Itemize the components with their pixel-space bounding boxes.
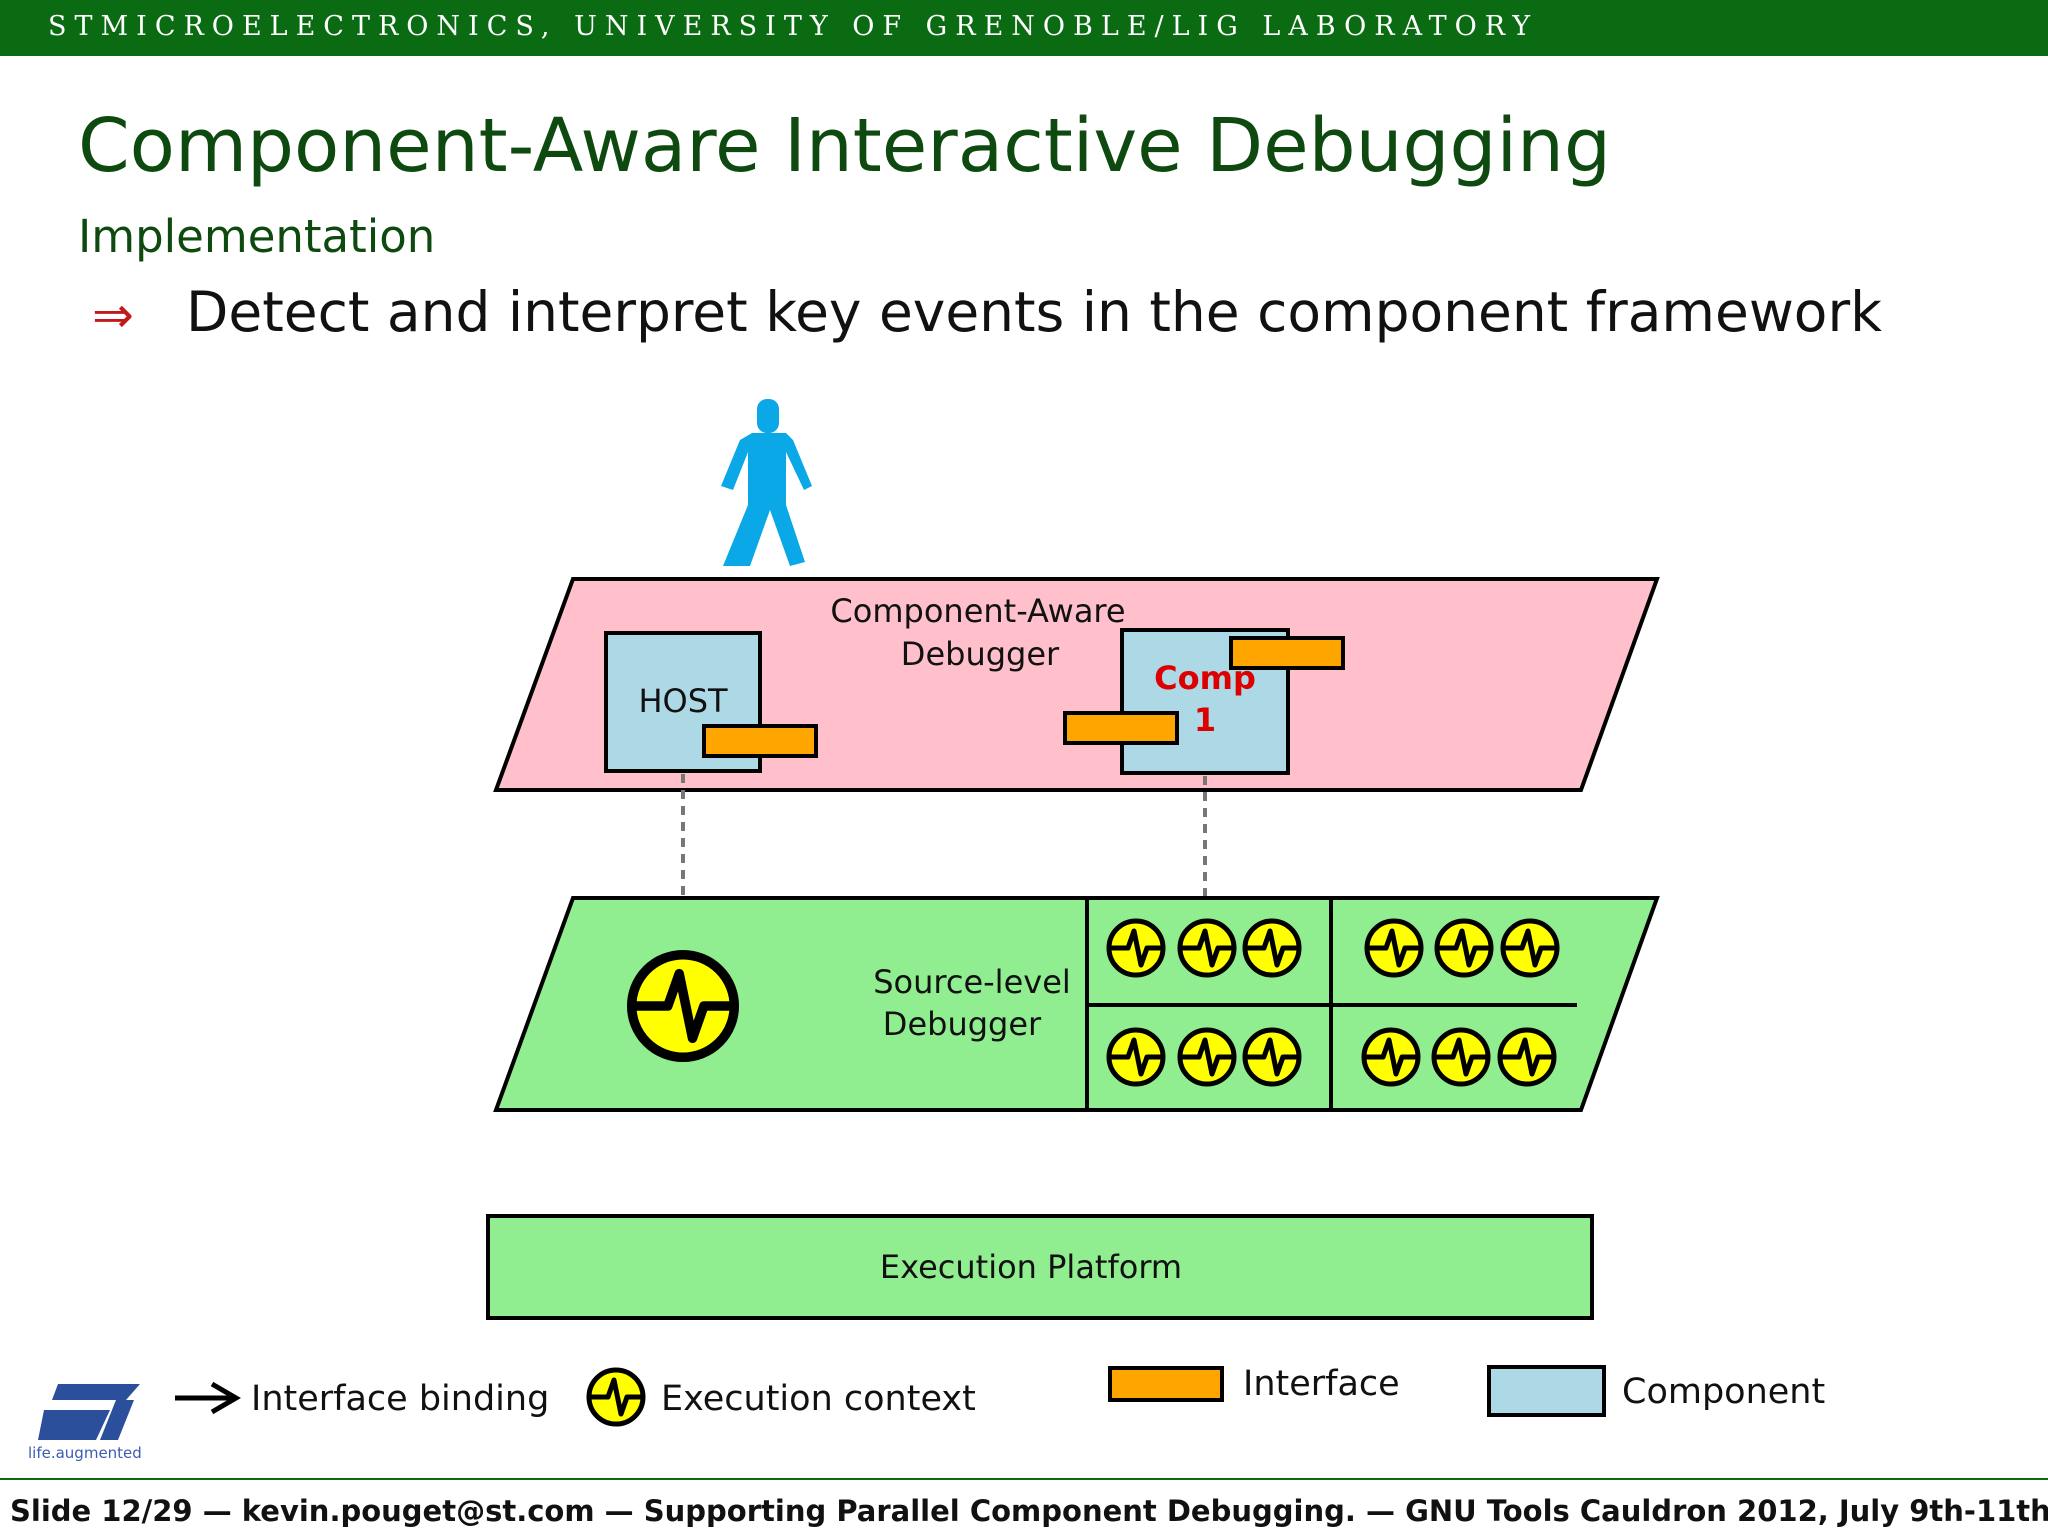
header-affiliation: STMICROELECTRONICS, UNIVERSITY OF GRENOB…: [48, 11, 1539, 42]
execution-context-icon: [1364, 1030, 1418, 1084]
execution-context-icon: [1500, 1030, 1554, 1084]
thread-grid: [1085, 898, 1577, 1110]
comp1-interface-right: [1229, 636, 1345, 670]
execution-context-icon: [1180, 921, 1234, 975]
legend-component-label: Component: [1622, 1372, 1825, 1412]
footer-text: Slide 12/29 — kevin.pouget@st.com — Supp…: [10, 1494, 2048, 1528]
debugger-label-line2: Debugger: [901, 635, 1060, 673]
source-label-line2: Debugger: [883, 1005, 1042, 1043]
execution-context-icon: [1434, 1030, 1488, 1084]
host-label: HOST: [638, 682, 728, 720]
legend-exec-context-label: Execution context: [661, 1379, 976, 1419]
comp1-interface-left: [1063, 711, 1179, 745]
main-execution-context-icon: [632, 955, 735, 1058]
execution-context-icon: [1367, 921, 1421, 975]
execution-context-icon: [1109, 921, 1163, 975]
execution-context-icon: [1437, 921, 1491, 975]
host-interface: [702, 724, 818, 758]
footer-divider: [0, 1478, 2048, 1480]
execution-context-icon: [1503, 921, 1557, 975]
execution-context-icon: [1180, 1030, 1234, 1084]
execution-context-icon: [1245, 921, 1299, 975]
execution-platform-label: Execution Platform: [880, 1248, 1182, 1286]
bullet-arrow-icon: ⇒: [92, 286, 134, 344]
logo-caption: life.augmented: [28, 1444, 142, 1462]
user-icon: [721, 399, 812, 566]
st-logo: [38, 1384, 140, 1440]
slide-title: Component-Aware Interactive Debugging: [78, 103, 1611, 189]
execution-context-icon: [1109, 1030, 1163, 1084]
bullet-text: Detect and interpret key events in the c…: [186, 280, 1882, 344]
legend-interface-label: Interface: [1243, 1364, 1400, 1404]
execution-platform: [486, 1214, 1594, 1320]
legend-component-swatch: [1487, 1365, 1606, 1417]
source-label-line1: Source-level: [873, 963, 1071, 1001]
binding-arrow-icon: [175, 1381, 241, 1415]
legend-execution-context-icon: [589, 1370, 643, 1424]
legend: Interface binding Execution context Inte…: [175, 1364, 1825, 1424]
header-bar: STMICROELECTRONICS, UNIVERSITY OF GRENOB…: [0, 0, 2048, 56]
comp1-label-line2: 1: [1194, 701, 1216, 739]
debugger-label-line1: Component-Aware: [830, 592, 1125, 630]
slide-subtitle: Implementation: [78, 210, 436, 263]
legend-interface-swatch: [1108, 1366, 1224, 1402]
legend-binding-label: Interface binding: [251, 1379, 549, 1419]
execution-context-icon: [1245, 1030, 1299, 1084]
